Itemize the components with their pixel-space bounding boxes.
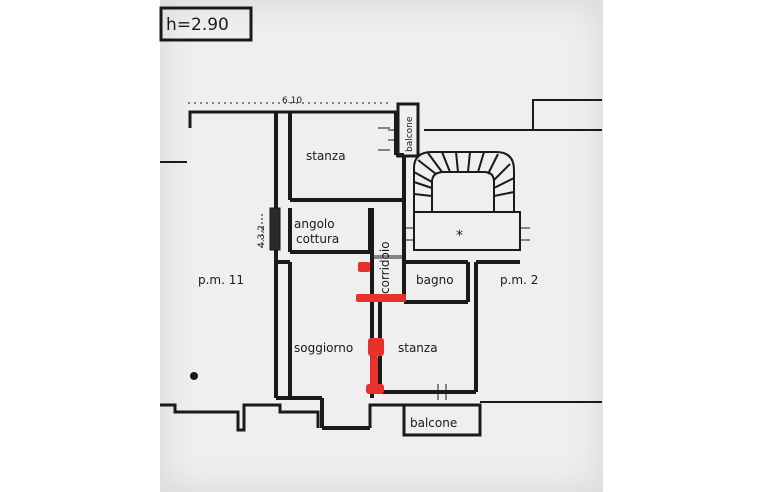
red-annotations xyxy=(356,262,406,394)
height-label: h=2.90 xyxy=(166,15,229,35)
staircase: * xyxy=(404,151,530,251)
stair-marker: * xyxy=(456,228,463,244)
stanza-bottom-label: stanza xyxy=(398,341,438,355)
balcone-top-label: balcone xyxy=(405,116,415,152)
room-labels: stanza angolo cottura corridoio bagno so… xyxy=(198,149,538,355)
neighbor-left-label: p.m. 11 xyxy=(198,273,244,287)
stain-dot xyxy=(190,372,198,380)
height-label-box: h=2.90 xyxy=(159,6,253,42)
bagno-label: bagno xyxy=(416,273,454,287)
plan-paper xyxy=(160,0,603,492)
top-balcony: balcone xyxy=(388,102,420,158)
top-width-label: 6.10 xyxy=(282,96,302,106)
balcone-bottom-label: balcone xyxy=(410,416,457,430)
cottura-label: cottura xyxy=(296,232,339,246)
bottom-balcony: balcone xyxy=(402,384,482,437)
stanza-top-label: stanza xyxy=(306,149,346,163)
corridoio-label: corridoio xyxy=(378,241,392,294)
soggiorno-label: soggiorno xyxy=(294,341,353,355)
side-dimension-label: 4.3.2 xyxy=(257,225,267,248)
top-dimension: 6.10 xyxy=(188,96,390,106)
neighbor-right-label: p.m. 2 xyxy=(500,273,538,287)
kitchen-counter: 4.3.2 xyxy=(257,207,281,251)
angolo-label: angolo xyxy=(294,217,335,231)
exterior-walls xyxy=(160,99,602,432)
